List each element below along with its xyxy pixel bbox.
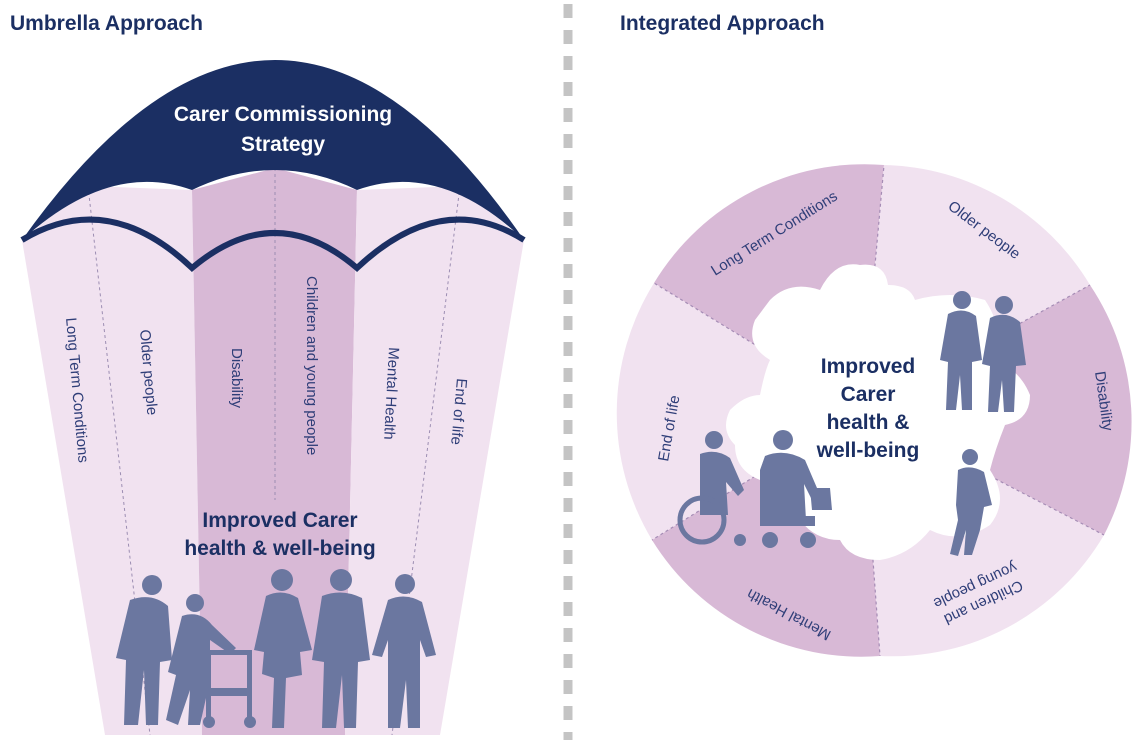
wheel-label-long-term-conditions: Long Term Conditions (708, 188, 841, 280)
segment-long-term-conditions (22, 186, 150, 735)
segment-label-mental-health: Mental Health (380, 347, 402, 440)
wheel-outcome-line2: Carer (841, 383, 896, 406)
umbrella-outcome-line1: Improved Carer (202, 509, 357, 532)
wheel-people-silhouettes (677, 291, 1026, 556)
umbrella-diagram: Carer Commissioning Strategy Long Term C… (20, 60, 526, 736)
wheel-label-children-line1: Children and (941, 576, 1025, 627)
wheel-outcome-line3: health & (827, 411, 910, 434)
segment-disability (192, 168, 275, 735)
segment-end-of-life (392, 186, 524, 735)
canopy-title-line1: Carer Commissioning (174, 103, 392, 126)
canopy-title-line2: Strategy (241, 133, 325, 156)
segment-label-end-of-life: End of life (447, 378, 470, 446)
segment-older-people (88, 186, 202, 735)
segment-mental-health (345, 186, 460, 735)
jigsaw-centre (726, 264, 1030, 560)
dashed-divider (563, 4, 573, 740)
wheel-sector-older-people (862, 165, 1090, 410)
wheel-sector-disability (862, 285, 1132, 535)
wheel-sector-children (862, 410, 1104, 657)
integrated-approach-title: Integrated Approach (620, 12, 825, 35)
wheel-label-children-line2: young people (931, 558, 1020, 611)
wheel-sector-long-term-conditions (654, 164, 884, 410)
segment-label-disability: Disability (228, 348, 245, 409)
umbrella-canopy (22, 60, 524, 240)
wheel-outcome-line4: well-being (816, 439, 920, 462)
umbrella-approach-title: Umbrella Approach (10, 12, 203, 35)
people-silhouettes (116, 569, 436, 728)
umbrella-outcome-line2: health & well-being (184, 537, 375, 560)
wheel-sector-end-of-life (616, 283, 862, 540)
wheel-label-older-people: Older people (945, 198, 1024, 263)
wheel-outcome-line1: Improved (821, 355, 916, 378)
wheel-sector-mental-health (652, 410, 880, 657)
umbrella-ribs (20, 216, 526, 273)
wheel-label-mental-health: Mental Health (744, 585, 834, 643)
segment-label-children: Children and young people (303, 276, 320, 455)
wheel-label-disability: Disability (1091, 370, 1116, 432)
wheel-label-end-of-life: End of life (655, 394, 683, 463)
